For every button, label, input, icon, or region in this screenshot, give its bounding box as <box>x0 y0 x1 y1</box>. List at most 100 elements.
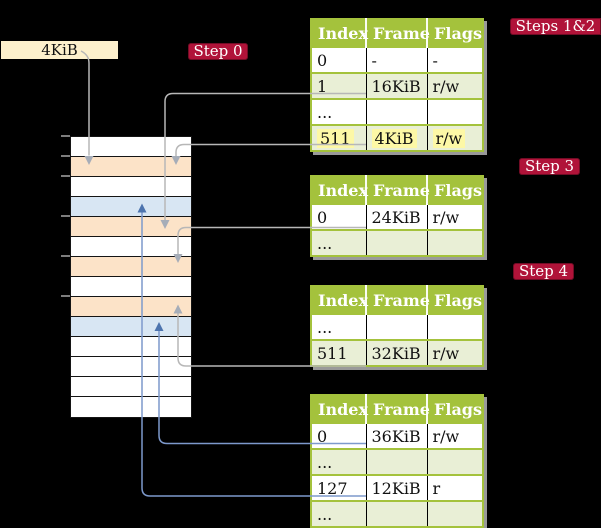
column-header-frame: Frame <box>366 176 430 204</box>
page-table-cell <box>366 229 428 256</box>
page-table-cell: ... <box>311 229 367 256</box>
memory-frame-row-page-table <box>71 257 191 277</box>
page-table-cell: 1 <box>311 72 367 99</box>
page-table-cell: r/w <box>427 124 483 151</box>
column-header-flags: Flags <box>427 176 483 204</box>
page-table-cell <box>366 500 428 527</box>
memory-frame-row-free <box>71 397 191 417</box>
page-table-cell: r/w <box>427 422 483 449</box>
highlighted-value: r/w <box>432 128 466 148</box>
page-table-cell <box>427 98 483 125</box>
memory-frame-row-page-table <box>71 297 191 317</box>
page-table-cell <box>366 313 428 340</box>
page-table-entry-0: 0-- <box>311 46 483 73</box>
page-table-cell: 0 <box>311 46 367 73</box>
memory-frame-row-data <box>71 197 191 217</box>
page-table-cell: 0 <box>311 422 367 449</box>
page-table-cell: 511 <box>311 124 367 151</box>
page-table-entry-dotsdotsdots: ... <box>311 313 483 340</box>
page-size-label: 4KiB <box>41 41 78 59</box>
memory-frame-row-free <box>71 237 191 257</box>
column-header-flags: Flags <box>427 395 483 423</box>
page-table-cell: - <box>366 46 428 73</box>
page-table-cell: 24KiB <box>366 203 428 230</box>
badge-step-4: Step 4 <box>513 263 574 280</box>
page-table-cell <box>427 229 483 256</box>
address-tick <box>61 155 70 157</box>
page-table-cell <box>427 500 483 527</box>
physical-memory-column <box>70 136 192 418</box>
page-table-cell: 127 <box>311 474 367 501</box>
memory-column-rows <box>71 137 191 417</box>
memory-frame-row-free <box>71 137 191 157</box>
page-table-entry-dotsdotsdots: ... <box>311 98 483 125</box>
column-header-index: Index <box>311 395 368 423</box>
page-table-cell: 511 <box>311 339 367 366</box>
page-table-entry-511: 511 4KiB r/w <box>311 124 483 151</box>
memory-frame-row-page-table <box>71 217 191 237</box>
page-table-cell: r <box>427 474 483 501</box>
badge-step-3: Step 3 <box>519 158 580 175</box>
memory-ticks <box>61 135 71 417</box>
page-table-cell: r/w <box>427 72 483 99</box>
page-table-cell: ... <box>311 313 367 340</box>
page-table-cell: 32KiB <box>366 339 428 366</box>
badge-steps-1-2: Steps 1&2 <box>510 18 601 35</box>
page-table-cell: 36KiB <box>366 422 428 449</box>
address-tick <box>61 295 70 297</box>
memory-frame-row-free <box>71 277 191 297</box>
page-table-cell: r/w <box>427 203 483 230</box>
page-table-cell: ... <box>311 500 367 527</box>
memory-frame-row-free <box>71 377 191 397</box>
highlighted-value: 511 <box>317 128 354 148</box>
memory-frame-row-data <box>71 317 191 337</box>
column-header-flags: Flags <box>427 286 483 314</box>
badge-step-0: Step 0 <box>188 43 248 60</box>
column-header-index: Index <box>311 176 368 204</box>
page-table-cell: ... <box>311 448 367 475</box>
page-table-cell: ... <box>311 98 367 125</box>
page-table-cell: 4KiB <box>366 124 428 151</box>
page-table-cell <box>427 313 483 340</box>
address-tick <box>61 175 70 177</box>
page-table-cell: 16KiB <box>366 72 428 99</box>
memory-frame-row-free <box>71 357 191 377</box>
page-table-cell: r/w <box>427 339 483 366</box>
page-table-cell <box>366 448 428 475</box>
memory-frame-row-free <box>71 337 191 357</box>
address-tick <box>61 215 70 217</box>
column-header-index: Index <box>311 286 368 314</box>
page-table-entry-dotsdotsdots: ... <box>311 448 483 475</box>
column-header-frame: Frame <box>366 19 430 47</box>
address-tick <box>61 135 70 137</box>
highlighted-value: 4KiB <box>371 128 417 148</box>
column-header-frame: Frame <box>366 286 430 314</box>
page-table-entry-dotsdotsdots: ... <box>311 500 483 527</box>
page-table-cell: 12KiB <box>366 474 428 501</box>
page-size-label-box: 4KiB <box>1 41 118 59</box>
page-table-cell <box>427 448 483 475</box>
memory-frame-row-free <box>71 177 191 197</box>
column-header-flags: Flags <box>427 19 483 47</box>
page-table-cell <box>366 98 428 125</box>
page-table-cell: - <box>427 46 483 73</box>
column-header-index: Index <box>311 19 368 47</box>
page-table-entry-dotsdotsdots: ... <box>311 229 483 256</box>
column-header-frame: Frame <box>366 395 430 423</box>
memory-frame-row-page-table <box>71 157 191 177</box>
page-table-cell: 0 <box>311 203 367 230</box>
address-tick <box>61 255 70 257</box>
